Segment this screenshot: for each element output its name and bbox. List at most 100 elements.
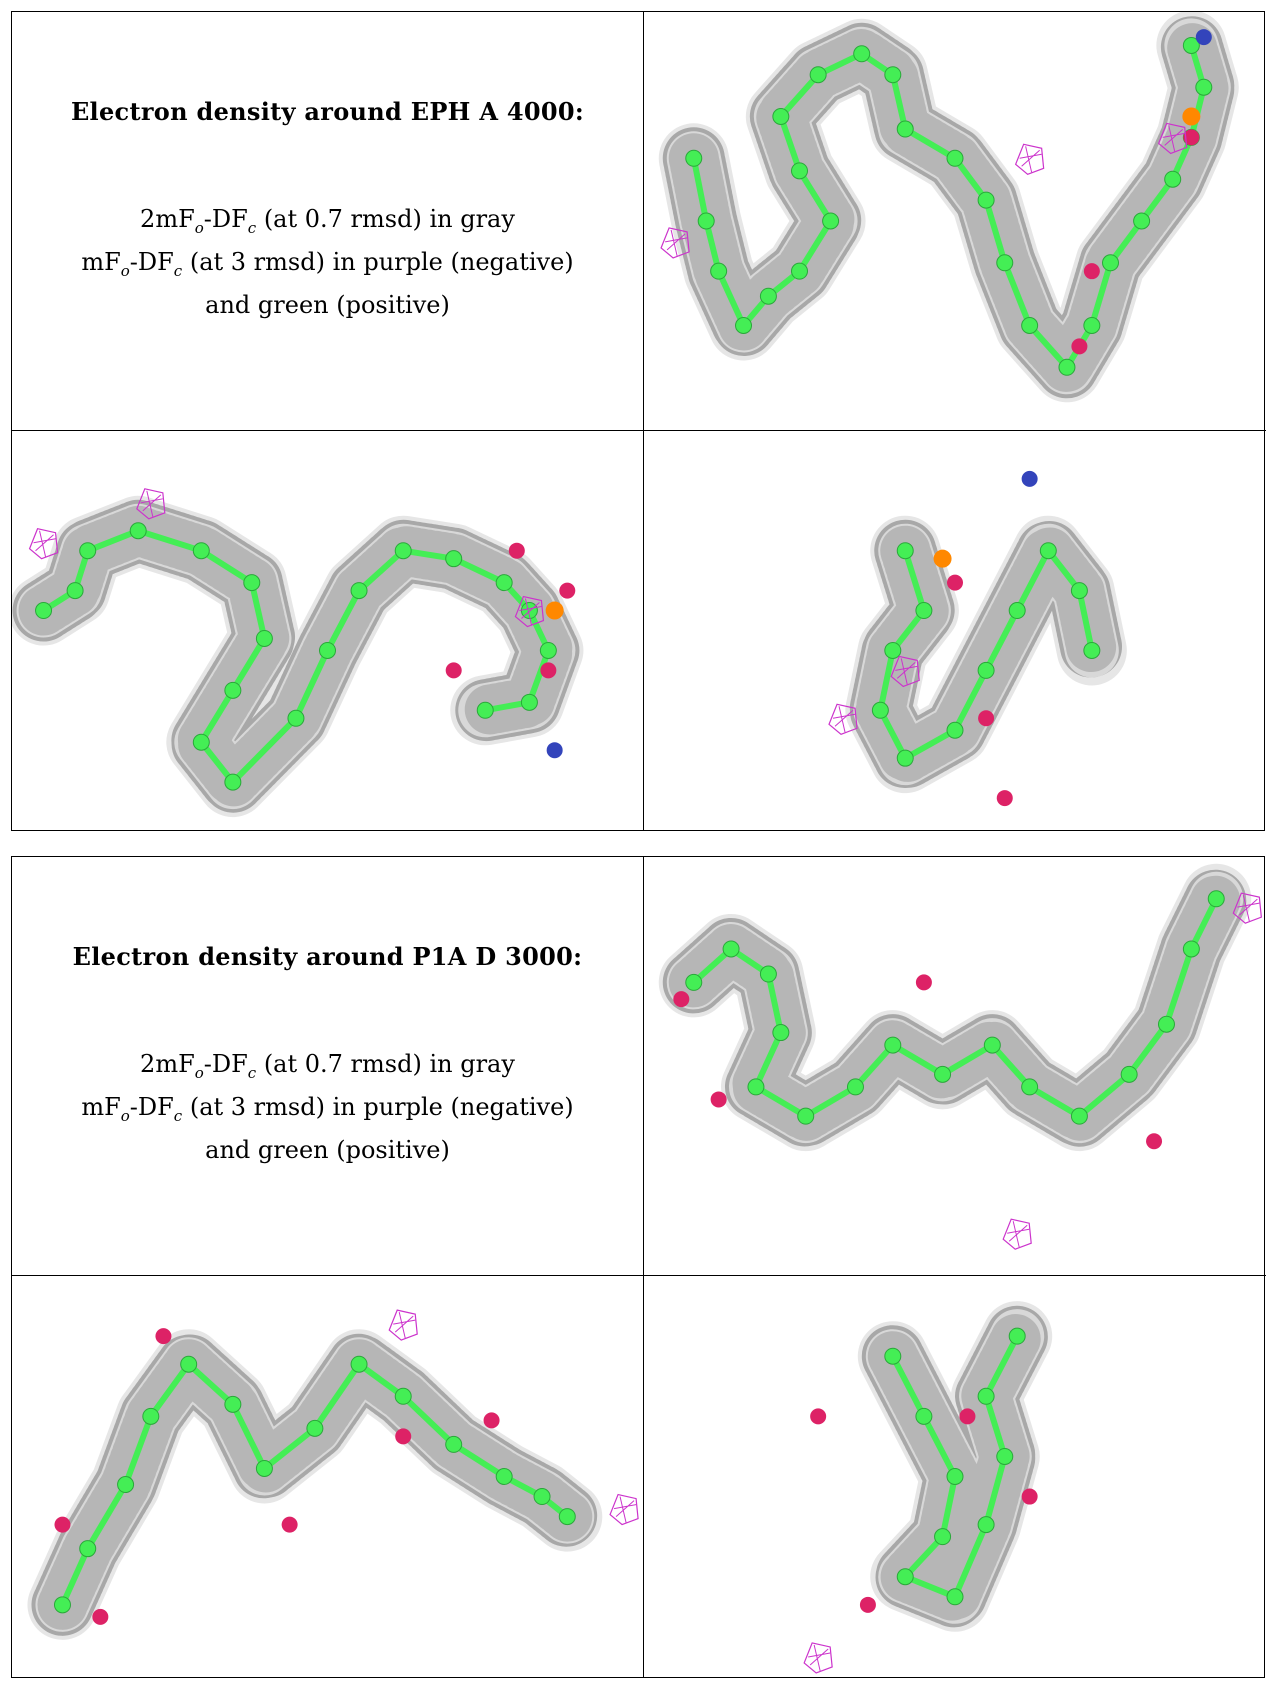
- carbon-atom: [846, 1078, 864, 1096]
- carbon-atom: [1058, 358, 1076, 376]
- carbon-atom: [884, 66, 902, 84]
- negative-density-blob: [803, 1642, 833, 1674]
- p1a-molecule-render-2: [27, 1309, 639, 1640]
- carbon-atom: [1083, 317, 1101, 334]
- negative-density-blob: [388, 1309, 418, 1341]
- p1a-density-view-3: [644, 1276, 1266, 1677]
- carbon-atom: [520, 693, 538, 711]
- carbon-atom: [772, 108, 790, 125]
- carbon-atom: [192, 542, 210, 560]
- oxygen-atom: [508, 542, 525, 559]
- molecule-bonds: [690, 895, 1220, 1120]
- oxygen-atom: [1083, 263, 1100, 280]
- carbon-atom: [495, 574, 513, 592]
- oxygen-atom: [540, 662, 557, 679]
- carbon-atom: [319, 641, 336, 659]
- carbon-atom: [685, 973, 703, 991]
- carbon-atom: [896, 542, 914, 560]
- nitrogen-atom: [1195, 29, 1212, 46]
- eph-legend-line-1: 2mFo-DFc (at 0.7 rmsd) in gray: [140, 205, 515, 237]
- oxygen-atom: [996, 790, 1013, 807]
- p1a-molecule-render-1: [658, 863, 1262, 1250]
- nitrogen-atom: [1021, 470, 1038, 487]
- carbon-atom: [1120, 1065, 1138, 1083]
- carbon-atom: [533, 1488, 551, 1506]
- carbon-atom: [822, 212, 840, 230]
- eph-molecule-render-2: [12, 488, 584, 818]
- carbon-atom: [1102, 254, 1119, 272]
- carbon-atom: [759, 965, 777, 983]
- carbon-atom: [224, 681, 242, 699]
- negative-density-blob: [1014, 143, 1045, 175]
- carbon-atom: [884, 1036, 902, 1054]
- oxygen-atom: [1146, 1133, 1163, 1150]
- carbon-atom: [710, 262, 728, 280]
- carbon-atom: [1021, 1078, 1039, 1096]
- carbon-atom: [255, 1459, 273, 1477]
- oxygen-atom: [959, 1408, 976, 1425]
- carbon-atom: [243, 574, 261, 592]
- carbon-atom: [996, 254, 1014, 272]
- carbon-atom: [977, 661, 995, 679]
- carbon-atom: [224, 773, 242, 791]
- carbon-atom: [287, 709, 305, 727]
- carbon-atom: [350, 582, 368, 600]
- oxygen-atom: [483, 1412, 500, 1429]
- carbon-atom: [1195, 78, 1213, 96]
- negative-density-blob: [1157, 122, 1188, 155]
- carbon-atom: [306, 1419, 324, 1437]
- oxygen-atom: [445, 662, 462, 679]
- carbon-atom: [129, 522, 147, 540]
- carbon-atom: [445, 550, 463, 568]
- carbon-atom: [983, 1036, 1001, 1054]
- p1a-density-block: Electron density around P1A D 3000: 2mFo…: [11, 856, 1266, 1678]
- carbon-atom: [394, 1387, 412, 1405]
- carbon-atom: [79, 1540, 97, 1558]
- oxygen-atom: [155, 1328, 172, 1345]
- molecule-bonds: [59, 1361, 571, 1608]
- p1a-molecule-render-3: [803, 1301, 1053, 1674]
- carbon-atom: [350, 1355, 368, 1373]
- carbon-atom: [1133, 212, 1151, 230]
- eph-caption-cell: Electron density around EPH A 4000: 2mFo…: [12, 12, 644, 431]
- carbon-atom: [871, 701, 889, 719]
- carbon-atom: [797, 1107, 815, 1125]
- negative-density-blob: [660, 227, 690, 259]
- carbon-atom: [996, 1447, 1014, 1465]
- negative-density-blob: [136, 488, 166, 520]
- oxygen-atom: [1021, 1488, 1038, 1505]
- eph-legend-line-3: and green (positive): [205, 290, 450, 319]
- negative-density-blob: [28, 528, 59, 560]
- carbon-atom: [896, 120, 914, 138]
- oxygen-atom: [54, 1516, 71, 1533]
- eph-title: Electron density around EPH A 4000:: [70, 97, 585, 126]
- oxygen-atom: [947, 574, 963, 591]
- carbon-atom: [946, 1468, 964, 1485]
- eph-density-view-3: [644, 431, 1266, 830]
- carbon-atom: [759, 287, 777, 305]
- molecule-bonds: [889, 1333, 1021, 1600]
- carbon-atom: [896, 1568, 914, 1586]
- carbon-atom: [1039, 542, 1057, 560]
- carbon-atom: [255, 629, 273, 647]
- eph-density-view-1: [644, 12, 1266, 431]
- carbon-atom: [772, 1024, 790, 1042]
- carbon-atom: [1157, 1015, 1175, 1033]
- carbon-atom: [946, 1588, 964, 1606]
- oxygen-atom: [559, 582, 576, 599]
- eph-molecule-render-1: [658, 12, 1239, 403]
- carbon-atom: [1083, 641, 1101, 659]
- carbon-atom: [884, 1347, 902, 1365]
- oxygen-atom: [1071, 338, 1088, 355]
- carbon-atom: [853, 45, 871, 63]
- carbon-atom: [934, 1065, 952, 1083]
- carbon-atom: [735, 317, 753, 334]
- carbon-atom: [180, 1355, 198, 1373]
- carbon-atom: [884, 641, 902, 659]
- carbon-atom: [53, 1596, 71, 1614]
- carbon-atom: [192, 733, 210, 751]
- carbon-atom: [1008, 602, 1026, 620]
- phosphorus-atom: [1182, 107, 1201, 126]
- oxygen-atom: [978, 710, 995, 727]
- negative-density-blob: [1002, 1218, 1032, 1250]
